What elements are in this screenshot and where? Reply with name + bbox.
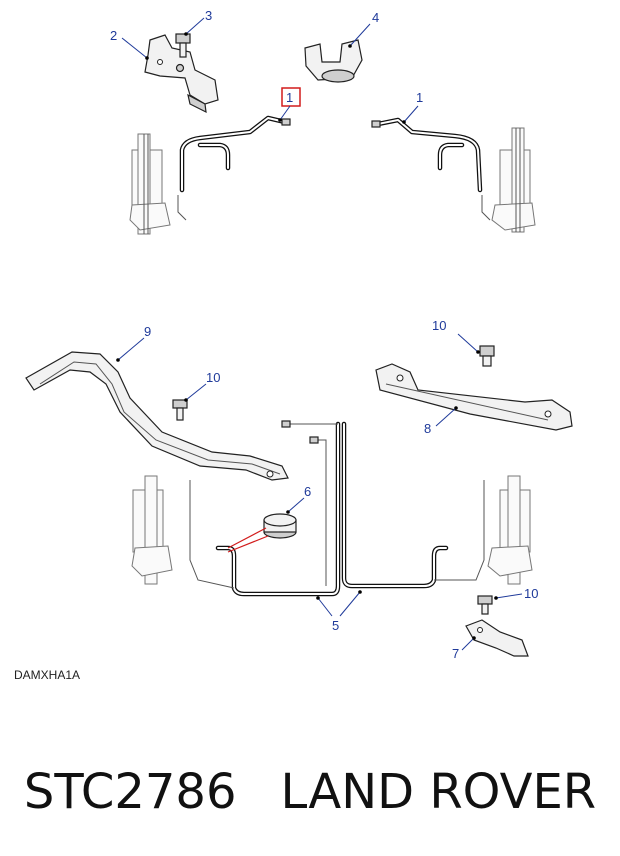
footer: STC2786 LAND ROVER	[0, 752, 620, 832]
callout-4: 4	[348, 10, 379, 48]
part-9-bracket	[25, 351, 289, 481]
svg-text:9: 9	[144, 324, 151, 339]
svg-text:2: 2	[110, 28, 117, 43]
callout-10-mid: 10	[184, 370, 220, 402]
callout-8: 8	[424, 406, 458, 436]
rear-right-brake-assembly	[487, 475, 533, 585]
svg-text:7: 7	[452, 646, 459, 661]
svg-text:6: 6	[304, 484, 311, 499]
svg-text:1: 1	[416, 90, 423, 105]
callout-6: 6	[286, 484, 311, 514]
callout-1-right: 1	[402, 90, 423, 124]
svg-text:1: 1	[286, 90, 293, 105]
diagram-reference-code: DAMXHA1A	[14, 668, 81, 682]
part-6-indicator-lines	[227, 527, 269, 553]
part-4-clip	[304, 39, 363, 83]
parts-diagram: 1 1 2 3 4	[25, 8, 573, 661]
svg-text:5: 5	[332, 618, 339, 633]
brand-name: LAND ROVER	[280, 764, 597, 820]
callout-10-bottom: 10	[494, 586, 538, 601]
callout-10-top: 10	[432, 318, 480, 354]
callout-2: 2	[110, 28, 149, 60]
rear-left-brake-assembly	[131, 475, 173, 585]
svg-text:10: 10	[524, 586, 538, 601]
part-6-grommet	[263, 513, 297, 539]
svg-text:10: 10	[206, 370, 220, 385]
callout-9: 9	[116, 324, 151, 362]
callout-7: 7	[452, 636, 476, 661]
svg-text:8: 8	[424, 421, 431, 436]
part-8-rail	[375, 363, 573, 431]
callout-1-highlighted: 1	[278, 87, 301, 122]
part-1-pipe-left	[177, 115, 291, 221]
callout-5: 5	[316, 590, 362, 633]
part-7-bracket	[465, 619, 529, 657]
part-2-bracket	[144, 34, 219, 114]
part-10-bolt-mid	[172, 399, 188, 421]
svg-text:10: 10	[432, 318, 446, 333]
svg-text:3: 3	[205, 8, 212, 23]
part-3-bolt	[175, 33, 191, 58]
front-right-brake-assembly	[491, 127, 536, 233]
part-5-pipes	[189, 420, 485, 597]
front-left-brake-assembly	[129, 133, 171, 235]
callout-3: 3	[184, 8, 212, 36]
part-1-pipe-right	[371, 117, 491, 221]
part-10-bolt-top	[479, 345, 495, 367]
part-10-bolt-bottom	[477, 595, 493, 615]
part-number: STC2786	[23, 764, 237, 820]
svg-text:4: 4	[372, 10, 379, 25]
